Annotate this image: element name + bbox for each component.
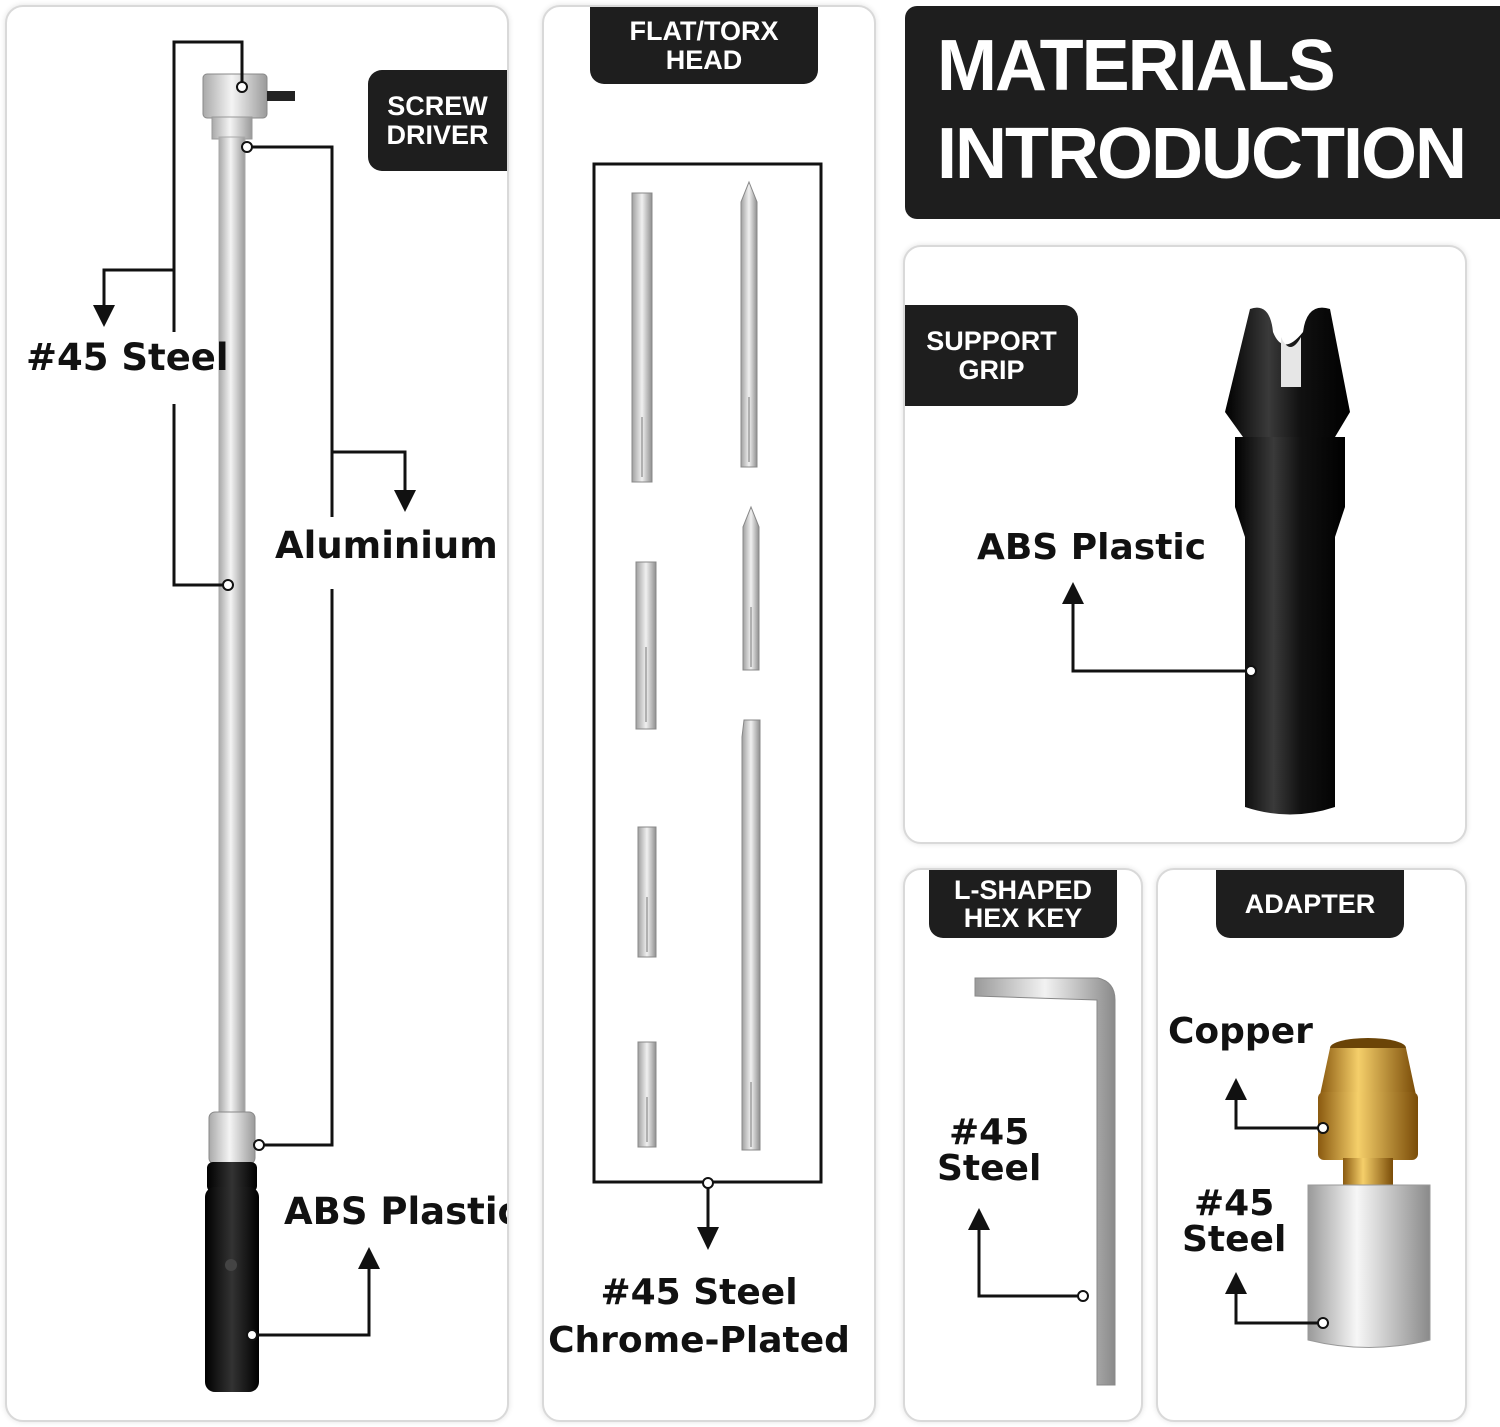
label-aluminium: Aluminium [275,524,498,567]
tag-line-1: SUPPORT [926,326,1057,357]
adapter-panel: ADAPTER Copper #45 Steel [1156,868,1467,1422]
tag-line-2: HEX KEY [963,903,1083,933]
label-abs-plastic: ABS Plastic [977,527,1207,568]
label-line-1: #45 [1194,1183,1275,1224]
adapter-tag: ADAPTER [1216,870,1404,938]
grip-illustration [1062,307,1350,815]
label-steel-chrome: #45 Steel Chrome-Plated [544,1269,854,1365]
title-banner [905,6,1500,219]
label-abs-plastic: ABS Plastic [284,1190,509,1233]
tag-text: ADAPTER [1244,888,1376,919]
screwdriver-illustration [93,40,416,1392]
title-line-2: INTRODUCTION [937,114,1467,194]
page-title: MATERIALS INTRODUCTION [937,22,1467,198]
label-line-2: Chrome-Plated [548,1320,850,1361]
tag-line-1: FLAT/TORX [629,16,779,47]
tag-line-2: DRIVER [386,119,489,150]
label-copper: Copper [1168,1011,1313,1052]
title-line-1: MATERIALS [937,26,1336,106]
adapter-illustration [1225,1038,1431,1348]
label-steel: #45 Steel [937,1115,1041,1187]
label-line-2: Steel [937,1148,1042,1189]
label-steel: #45 Steel [1182,1186,1286,1258]
label-steel: #45 Steel [26,336,229,379]
label-line-1: #45 [949,1112,1030,1153]
tag-line-1: SCREW [387,91,488,122]
label-line-1: #45 Steel [600,1272,798,1313]
bits-illustration [592,162,823,1250]
tag-line-2: GRIP [958,354,1025,385]
tag-line-2: HEAD [665,44,743,75]
label-line-2: Steel [1182,1219,1287,1260]
tag-line-1: L-SHAPED [953,874,1092,905]
hexkey-illustration [968,977,1116,1386]
